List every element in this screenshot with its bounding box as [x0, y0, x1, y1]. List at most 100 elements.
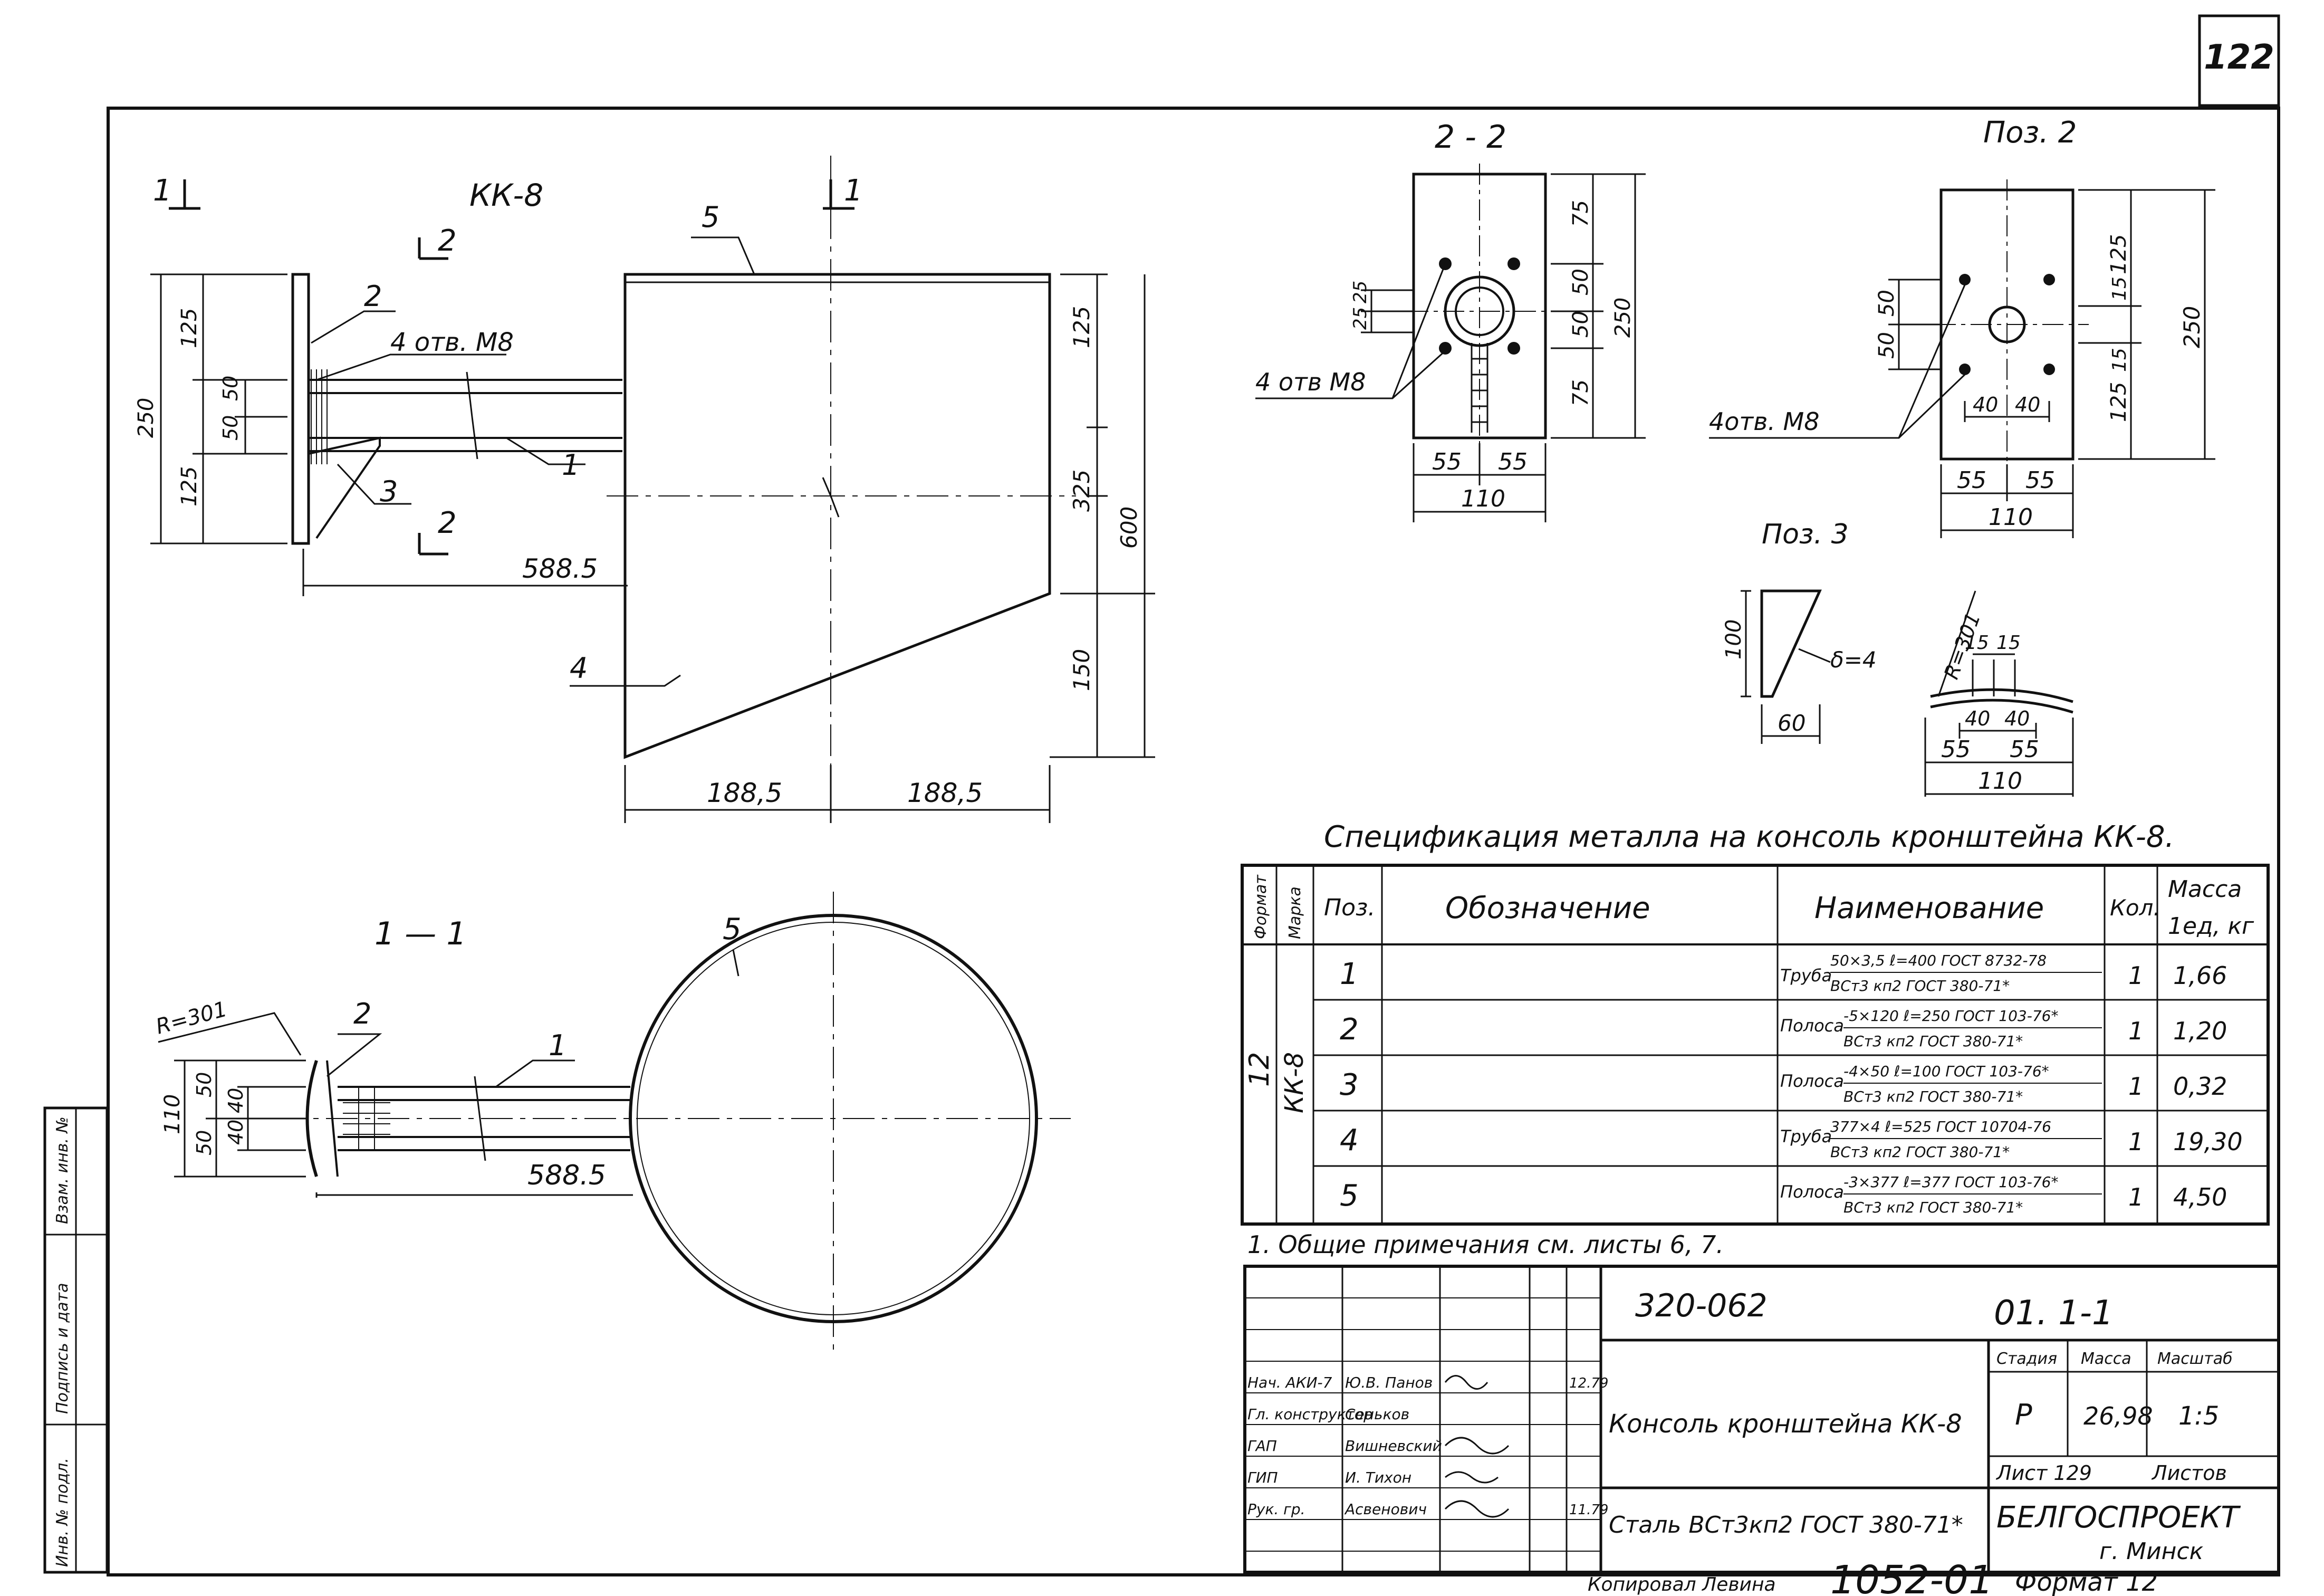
dimension: 125: [2107, 234, 2131, 274]
spec-pos: 4: [1340, 1123, 1359, 1158]
dimension: 40: [1965, 707, 1990, 730]
specification: Спецификация металла на консоль кронштей…: [1241, 820, 2270, 1259]
dimension: 188,5: [907, 778, 983, 808]
page-number: 122: [2204, 38, 2274, 77]
dimension: 125: [177, 466, 201, 506]
spec-header: Масса: [2168, 876, 2242, 903]
dimension: 60: [1778, 710, 1806, 736]
dimension: 15: [1965, 632, 1989, 654]
spec-mass: 4,50: [2173, 1183, 2227, 1211]
dimension: 40: [2015, 393, 2040, 416]
dimension: 40: [224, 1120, 247, 1145]
signature-role: Нач. АКИ-7: [1247, 1374, 1332, 1391]
dimension: 250: [134, 398, 158, 438]
position-number: 3: [380, 475, 398, 508]
dimension: 110: [1978, 768, 2022, 795]
section-title: 1 — 1: [374, 915, 467, 952]
mass-header: Масса: [2081, 1350, 2131, 1368]
position-number: 2: [364, 280, 382, 313]
spec-prefix: Труба: [1780, 966, 1832, 986]
stage-header: Стадия: [1996, 1350, 2057, 1368]
spec-name-line1: 50×3,5 ℓ=400 ГОСТ 8732-78: [1830, 952, 2047, 969]
spec-name-line1: -3×377 ℓ=377 ГОСТ 103-76*: [1843, 1173, 2058, 1191]
hole-note: 4 отв М8: [1255, 368, 1366, 396]
spec-header: Обозначение: [1445, 891, 1650, 925]
dimension: 250: [2179, 306, 2205, 348]
spec-name-line1: -4×50 ℓ=100 ГОСТ 103-76*: [1843, 1063, 2049, 1080]
signature-date: 11.79: [1569, 1502, 1608, 1518]
hole-note: 4отв. М8: [1709, 407, 1820, 436]
dimension: 125: [1069, 306, 1094, 348]
dimension: 600: [1116, 506, 1142, 549]
spec-mass: 1,66: [2173, 961, 2227, 990]
dimension: 55: [1432, 448, 1462, 475]
side-stamp-cell: Подпись и дата: [53, 1283, 72, 1415]
dimension: 50: [219, 415, 242, 441]
spec-qty: 1: [2128, 1072, 2144, 1101]
side-stamp-cell: Взам. инв. №: [53, 1116, 72, 1224]
dimension: 110: [1989, 504, 2033, 531]
position-number: 5: [723, 912, 742, 947]
side-stamp: Инв. № подл. Подпись и дата Взам. инв. №: [43, 1106, 109, 1574]
signature-role: ГАП: [1247, 1437, 1277, 1455]
spec-name-line1: 377×4 ℓ=525 ГОСТ 10704-76: [1830, 1118, 2051, 1135]
spec-prefix: Полоса: [1780, 1071, 1844, 1091]
city: г. Минск: [2099, 1538, 2204, 1565]
dimension: 50: [219, 376, 242, 401]
signature-name: Сеньков: [1345, 1406, 1409, 1423]
position-number: 1: [549, 1029, 566, 1062]
sheet-code: 01. 1-1: [1994, 1294, 2114, 1333]
section-title: 2 - 2: [1435, 119, 1506, 156]
position-number: 2: [353, 997, 371, 1030]
dimension: 55: [2010, 736, 2039, 763]
drawing-title: Консоль кронштейна КК-8: [1609, 1409, 1962, 1439]
side-stamp-cell: Инв. № подл.: [53, 1458, 72, 1567]
spec-marka-value: КК-8: [1280, 1052, 1309, 1113]
spec-header: Поз.: [1324, 894, 1375, 921]
dimension: 75: [1569, 200, 1593, 227]
signature-name: Вишневский: [1345, 1437, 1442, 1455]
spec-name-line2: ВСт3 кп2 ГОСТ 380-71*: [1843, 1088, 2023, 1105]
main-view: КК-8 1 1 2 2 2 4 отв. М8 1 3 5: [134, 156, 1155, 823]
page-number-box: [2198, 14, 2280, 107]
spec-pos: 1: [1340, 957, 1359, 991]
section-mark: 1: [153, 174, 172, 208]
spec-name-line2: ВСт3 кп2 ГОСТ 380-71*: [1843, 1199, 2023, 1216]
spec-qty: 1: [2128, 1183, 2144, 1211]
signature-role: Гл. конструктор: [1247, 1406, 1373, 1423]
detail-title: Поз. 3: [1762, 519, 1849, 550]
dimension: 55: [1941, 736, 1971, 763]
material: Сталь ВСт3кп2 ГОСТ 380-71*: [1609, 1512, 1963, 1538]
thickness: δ=4: [1830, 647, 1877, 673]
spec-header: Марка: [1286, 886, 1304, 939]
dimension: 25: [1350, 281, 1371, 303]
dimension: 188,5: [707, 778, 782, 808]
spec-prefix: Полоса: [1780, 1182, 1844, 1202]
dimension: 125: [2107, 382, 2131, 422]
dimension: 15: [2109, 348, 2130, 372]
dimension: 125: [177, 308, 201, 348]
dimension: 55: [1957, 467, 1986, 494]
spec-header: 1ед, кг: [2168, 913, 2254, 940]
dimension: 150: [1069, 649, 1094, 691]
dimension: 40: [1973, 393, 1998, 416]
hole-note: 4 отв. М8: [390, 328, 514, 357]
spec-header: Формат: [1252, 874, 1270, 939]
dimension: 50: [1569, 311, 1593, 338]
spec-note: 1. Общие примечания см. листы 6, 7.: [1247, 1230, 1724, 1259]
sheet-label: Лист 129: [1995, 1461, 2092, 1485]
dimension: 250: [1611, 298, 1635, 338]
mass-value: 26,98: [2083, 1402, 2153, 1430]
spec-pos: 2: [1340, 1012, 1359, 1047]
section-2-2: 2 - 2 4 отв М8 75 50 50 75 250 25 25 55 …: [1255, 119, 1646, 522]
signature-date: 12.79: [1569, 1375, 1608, 1391]
spec-name-line2: ВСт3 кп2 ГОСТ 380-71*: [1843, 1033, 2023, 1050]
spec-mass: 0,32: [2173, 1072, 2227, 1101]
dimension: 55: [1498, 448, 1528, 475]
spec-qty: 1: [2128, 961, 2144, 990]
dimension: 100: [1722, 619, 1746, 660]
dimension: 110: [1461, 485, 1505, 512]
spec-mass: 1,20: [2173, 1017, 2227, 1045]
spec-mass: 19,30: [2173, 1127, 2243, 1156]
